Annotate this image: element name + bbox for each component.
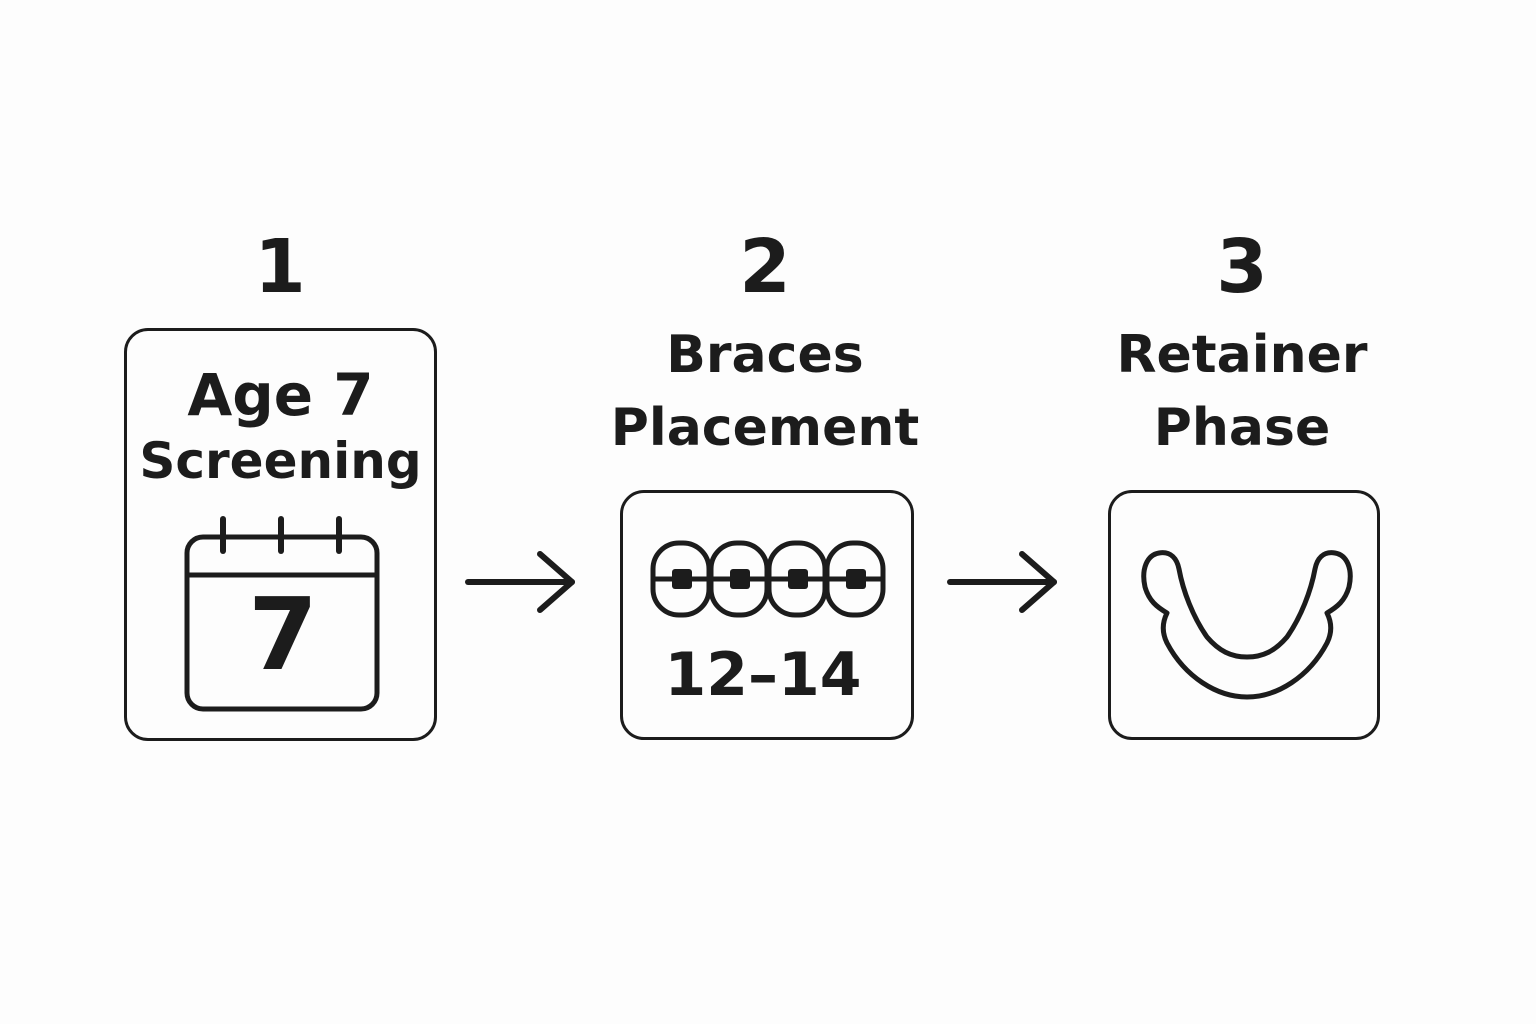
braces-icon (649, 537, 887, 621)
calendar-icon: 7 (183, 516, 383, 717)
step-3-title-line-2: Phase (1153, 398, 1331, 458)
calendar-day-number: 7 (248, 576, 318, 693)
step-2-number: 2 (739, 224, 791, 310)
arrow-right-icon (464, 551, 578, 613)
step-1-number: 1 (254, 224, 306, 310)
step-1-card: Age 7 Screening 7 (124, 328, 437, 741)
step-2-title-line-2: Placement (610, 398, 920, 458)
retainer-icon (1141, 547, 1353, 707)
step-1-title-line-2: Screening (139, 432, 422, 490)
age-range-label: 12–14 (664, 640, 862, 710)
step-2-title-line-1: Braces (666, 325, 864, 385)
step-3-number: 3 (1216, 224, 1268, 310)
step-2-card: 12–14 (620, 490, 914, 740)
arrow-right-icon (946, 551, 1060, 613)
step-3-card (1108, 490, 1380, 740)
step-3-title-line-1: Retainer (1116, 325, 1368, 385)
step-1-title-line-1: Age 7 (187, 361, 374, 429)
